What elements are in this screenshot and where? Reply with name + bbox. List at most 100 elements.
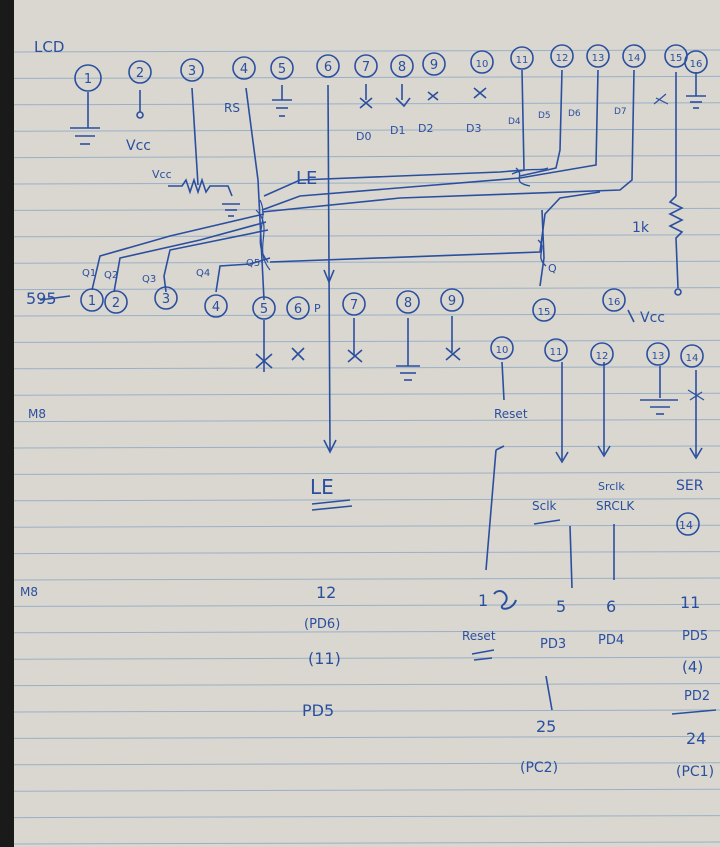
pin-circle (74, 64, 102, 92)
sr-pin-7: 7 (342, 292, 366, 316)
wire-splice (537, 239, 547, 267)
sr-vcc-label: Vcc (640, 310, 665, 326)
mcu-srclk-port: PD4 (598, 633, 624, 648)
pin-circle (550, 44, 574, 68)
pin-circle (396, 290, 420, 314)
sr-pin-5: 5 (252, 296, 276, 320)
ground-symbol (70, 127, 100, 145)
sr-pin-2: 2 (104, 290, 128, 314)
lcd-pin-6: 6 (316, 54, 340, 78)
ground-symbol (222, 203, 240, 217)
mcu-title-a: M8 (28, 407, 46, 421)
pin-number: 14 (686, 353, 699, 364)
sr-pin10-wire (501, 361, 505, 401)
mcu-ser-alt: (4) (682, 658, 703, 676)
le-arrowhead (323, 439, 337, 454)
pin-circle (128, 60, 152, 84)
ruled-line (13, 181, 720, 185)
sr-pin-3: 3 (154, 286, 178, 310)
lcd-pin-10: 10 (470, 50, 494, 74)
pin-circle (390, 54, 414, 78)
sr-pin-11: 11 (544, 338, 568, 362)
pin-number: 12 (596, 351, 609, 362)
ground-symbol (640, 399, 678, 415)
ser-divider (671, 709, 717, 715)
mcu-sclk-pin2: 25 (536, 717, 556, 736)
sclk-wire-2 (545, 675, 553, 711)
ruled-line (13, 366, 720, 370)
ruled-line (13, 577, 720, 581)
sr-srclk-label: Srclk (598, 480, 625, 493)
sr-output-q5: Q5 (246, 258, 260, 269)
sclk-underline (533, 519, 561, 525)
lcd-pin-11: 11 (510, 46, 534, 70)
ruled-line (13, 551, 720, 555)
ruled-line (13, 234, 720, 238)
pin-circle (680, 344, 704, 368)
lcd-rs-label: RS (224, 101, 240, 115)
le-underline (311, 499, 353, 511)
mcu-sclk-pin: 5 (556, 597, 566, 616)
lcd-d4-label: D4 (508, 117, 521, 127)
arrowhead (597, 445, 611, 458)
mcu-reset-label: Reset (462, 629, 496, 643)
pin-number: 1 (88, 294, 96, 309)
paper (14, 0, 720, 847)
mcu-ser-port3: (PC1) (676, 764, 714, 780)
pin-number: 13 (652, 351, 665, 362)
pin-circle (440, 288, 464, 312)
sr-pin16-wire (627, 309, 635, 323)
ruled-line (13, 207, 720, 211)
sr-output-q1: Q1 (82, 268, 96, 279)
ground-symbol (272, 99, 292, 117)
pin-circle (270, 56, 294, 80)
ruled-line (13, 49, 720, 53)
lcd-pin-5: 5 (270, 56, 294, 80)
sr-pin-6: 6 (286, 296, 310, 320)
ruled-line (13, 498, 720, 502)
ruled-line (13, 630, 720, 634)
pin-circle (316, 54, 340, 78)
sr-pin-4: 4 (204, 294, 228, 318)
ruled-line (13, 841, 720, 845)
pin-number: 10 (476, 59, 489, 70)
pin-circle (532, 298, 556, 322)
mcu-le-port: (PD6) (304, 617, 340, 632)
pin-number: 9 (430, 58, 438, 73)
mcu-le-port2: PD5 (302, 701, 334, 720)
ruled-line (13, 313, 720, 317)
mcu-ser-port: PD5 (682, 629, 708, 644)
sr-title: 595 (26, 289, 57, 308)
sr-pin14-circle (676, 512, 700, 536)
sr-pin-13: 13 (646, 342, 670, 366)
ruled-line (13, 260, 720, 264)
lcd-pin-12: 12 (550, 44, 574, 68)
pin-circle (470, 50, 494, 74)
lcd-pin4-wire (245, 87, 265, 301)
mcu-le-pin: 12 (316, 583, 336, 602)
sr-pin-16: 16 (602, 288, 626, 312)
lcd-title: LCD (34, 38, 64, 56)
pin-number: 5 (278, 62, 286, 77)
lcd-d6-label: D6 (568, 109, 581, 119)
ruled-line (13, 656, 720, 660)
reset-wire (485, 449, 497, 571)
resistor-label: 1k (632, 220, 650, 236)
mcu-title-b: M8 (20, 585, 38, 599)
ruled-line (13, 788, 720, 792)
pin-circle (154, 286, 178, 310)
pin-number: 13 (592, 53, 605, 64)
sr-pin-14: 14 (680, 344, 704, 368)
ruled-line (13, 762, 720, 766)
potentiometer (168, 177, 233, 197)
mcu-ser-pin2: 24 (686, 729, 706, 748)
pin-circle (180, 58, 204, 82)
sr-p-label: P (314, 302, 321, 315)
lcd-pin-14: 14 (622, 44, 646, 68)
sclk-wire (569, 525, 573, 589)
pin-circle (252, 296, 276, 320)
pin-number: 3 (188, 64, 196, 79)
